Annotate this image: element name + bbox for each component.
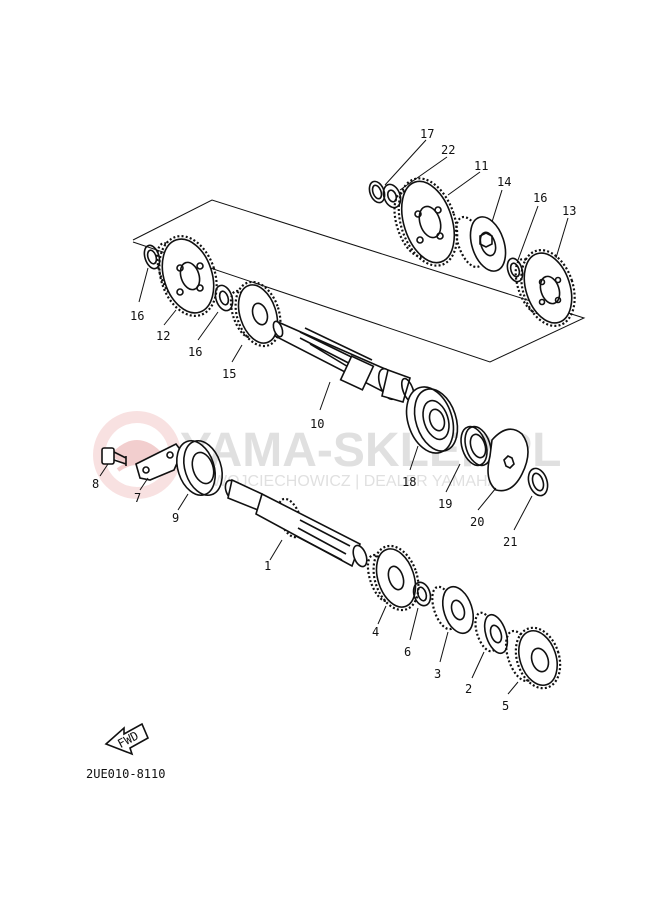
part-5-gear: [504, 626, 562, 690]
callout-20: 20: [470, 515, 484, 529]
callout-19: 19: [438, 497, 452, 511]
callout-13: 13: [562, 204, 576, 218]
part-22-washer: [382, 183, 402, 209]
callout-16-mid: 16: [188, 345, 202, 359]
callout-15: 15: [222, 367, 236, 381]
callout-18: 18: [402, 475, 416, 489]
callout-9: 9: [172, 511, 179, 525]
fwd-arrow-icon: FWD: [104, 722, 150, 756]
part-14-gear: [454, 215, 507, 272]
callout-14: 14: [497, 175, 511, 189]
part-16-washer-upper: [506, 257, 524, 283]
callout-4: 4: [372, 625, 379, 639]
watermark-subtitle: WOJCIECHOWICZ | DEALER YAMAHA: [212, 473, 499, 490]
part-2-gear: [474, 611, 509, 655]
callout-6: 6: [404, 645, 411, 659]
leader-lines: [99, 139, 569, 695]
part-4-gear: [366, 544, 420, 612]
part-18-bearing: [405, 386, 459, 454]
callout-12: 12: [156, 329, 170, 343]
callout-2: 2: [465, 682, 472, 696]
part-16-washer-left: [143, 244, 161, 270]
part-21-circlip: [527, 467, 549, 497]
part-15-gear: [229, 280, 282, 348]
part-1-main-shaft: [224, 478, 368, 568]
callout-10: 10: [310, 417, 324, 431]
callout-16-upper: 16: [533, 191, 547, 205]
part-6-washer: [412, 581, 432, 607]
callout-21: 21: [503, 535, 517, 549]
callout-17: 17: [420, 127, 434, 141]
part-19-oil-seal: [460, 425, 492, 467]
callout-1: 1: [264, 559, 271, 573]
callout-labels: 17 22 11 14 16 13 16 12 16 15 10 8 7 9 1…: [92, 127, 576, 713]
part-8-bolt: [101, 447, 127, 466]
callout-7: 7: [134, 491, 141, 505]
part-9-bearing: [176, 439, 223, 497]
callout-22: 22: [441, 143, 455, 157]
part-13-gear: [514, 249, 576, 327]
callout-11: 11: [474, 159, 488, 173]
part-12-gear: [156, 235, 218, 317]
part-10-axle: [272, 320, 416, 403]
group-frame: [132, 199, 586, 363]
part-3-gear: [431, 585, 475, 635]
callout-8: 8: [92, 477, 99, 491]
callout-5: 5: [502, 699, 509, 713]
part-20-plate: [487, 428, 529, 492]
callout-3: 3: [434, 667, 441, 681]
callout-16-left: 16: [130, 309, 144, 323]
diagram-code: 2UE010-8110: [86, 767, 165, 781]
part-11-gear: [393, 177, 459, 267]
